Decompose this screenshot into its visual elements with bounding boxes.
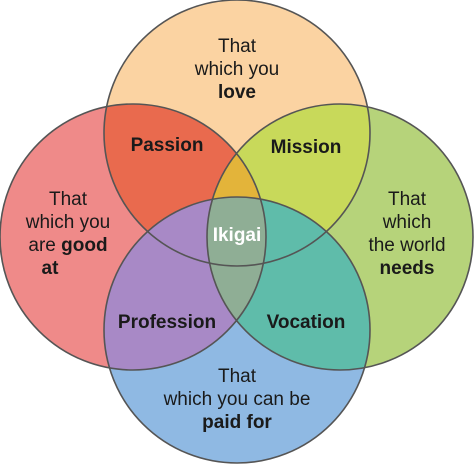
good-at-line2: which you bbox=[25, 212, 111, 233]
label-vocation: Vocation bbox=[267, 312, 346, 333]
paid-line1: That bbox=[218, 366, 257, 387]
outline-needs bbox=[206, 103, 474, 371]
good-at-line3: are good bbox=[28, 235, 107, 256]
good-at-bold: good bbox=[61, 235, 107, 256]
needs-line2: which bbox=[382, 212, 432, 233]
paid-line2: which you can be bbox=[163, 389, 311, 410]
outline-good-at bbox=[0, 103, 267, 371]
needs-bold: needs bbox=[380, 258, 435, 279]
outline-love bbox=[103, 0, 371, 267]
love-line2: which you bbox=[194, 59, 280, 80]
good-at-line1: That bbox=[49, 189, 88, 210]
label-mission: Mission bbox=[271, 137, 342, 158]
label-passion: Passion bbox=[131, 135, 204, 156]
paid-bold: paid for bbox=[202, 412, 272, 433]
needs-line3: the world bbox=[368, 235, 445, 256]
good-at-line4: at bbox=[42, 258, 60, 279]
label-ikigai: Ikigai bbox=[213, 225, 262, 246]
label-profession: Profession bbox=[118, 312, 216, 333]
love-line1: That bbox=[218, 36, 257, 57]
outline-paid-for bbox=[103, 196, 371, 464]
love-bold: love bbox=[218, 82, 256, 103]
good-at-plain: are bbox=[28, 235, 61, 256]
needs-line1: That bbox=[388, 189, 427, 210]
